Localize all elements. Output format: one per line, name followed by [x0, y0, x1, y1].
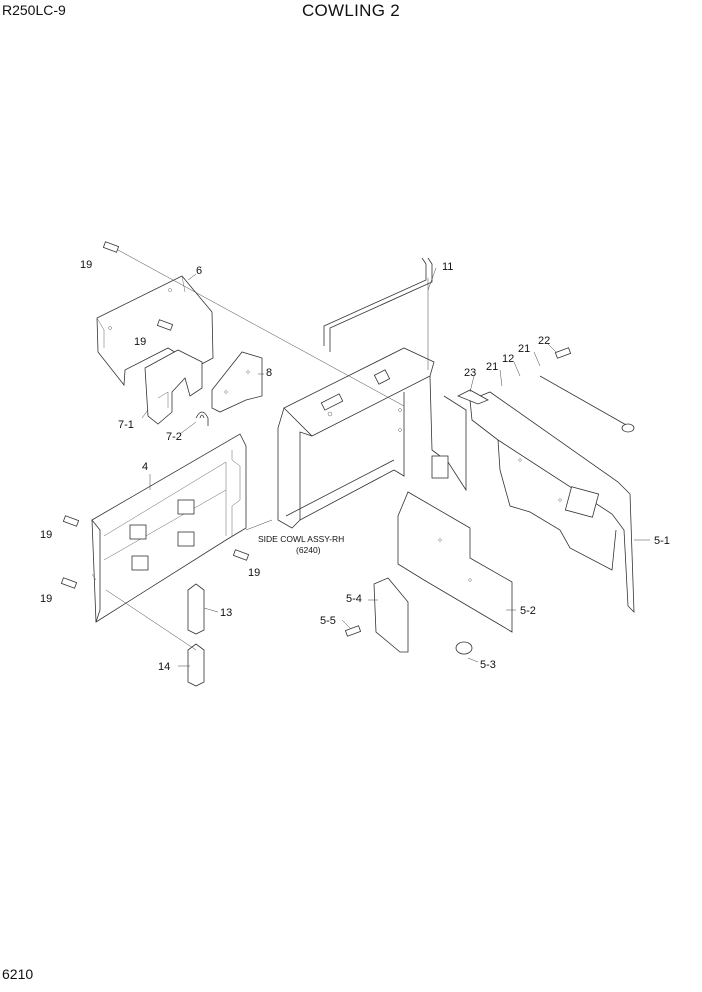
callout-11: 11 [442, 261, 453, 273]
part-13-hinge [187, 583, 205, 635]
page-number: 6210 [2, 966, 34, 982]
callout-5-3: 5-3 [480, 659, 496, 671]
callout-8: 8 [266, 367, 272, 379]
callout-19: 19 [40, 593, 52, 605]
part-4-panel [91, 433, 247, 623]
part-19-bolts [60, 241, 572, 637]
part-23-bracket [457, 389, 489, 405]
part-7-2-clip [195, 411, 209, 426]
callout-5-1: 5-1 [654, 535, 670, 547]
callout-14: 14 [158, 661, 170, 673]
callout-19: 19 [80, 259, 92, 271]
callout-22: 22 [538, 335, 550, 347]
callout-13: 13 [220, 607, 232, 619]
part-5-3-knob [455, 641, 473, 655]
callout-19: 19 [248, 567, 260, 579]
part-11-rod [323, 257, 433, 352]
callout-19: 19 [40, 529, 52, 541]
side-cowl-ref: (6240) [296, 545, 321, 555]
center-frame [277, 347, 467, 529]
callout-7-2: 7-2 [166, 431, 182, 443]
callout-5-5: 5-5 [320, 615, 336, 627]
part-8-plate [211, 351, 263, 413]
model-code: R250LC-9 [2, 2, 66, 18]
part-5-2-plate [397, 491, 513, 633]
callout-labels: 19 6 19 8 7-1 7-2 11 4 19 19 19 13 14 23… [40, 259, 670, 673]
side-cowl-note: SIDE COWL ASSY-RH [258, 534, 344, 544]
part-22-rod [539, 375, 635, 433]
callout-19: 19 [134, 336, 146, 348]
part-5-4-plate [373, 577, 409, 653]
part-7-1-plate [144, 349, 203, 425]
callout-6: 6 [196, 265, 202, 277]
callout-23: 23 [464, 367, 476, 379]
callout-21: 21 [486, 361, 498, 373]
page-title: COWLING 2 [301, 1, 401, 20]
callout-7-1: 7-1 [118, 419, 134, 431]
callout-21: 21 [518, 343, 530, 355]
part-14-hinge [187, 643, 205, 687]
leader-lines [105, 249, 650, 667]
callout-5-4: 5-4 [346, 593, 362, 605]
callout-5-2: 5-2 [520, 605, 536, 617]
callout-12: 12 [502, 353, 514, 365]
callout-4: 4 [142, 461, 148, 473]
part-5-1-panel [469, 391, 635, 613]
